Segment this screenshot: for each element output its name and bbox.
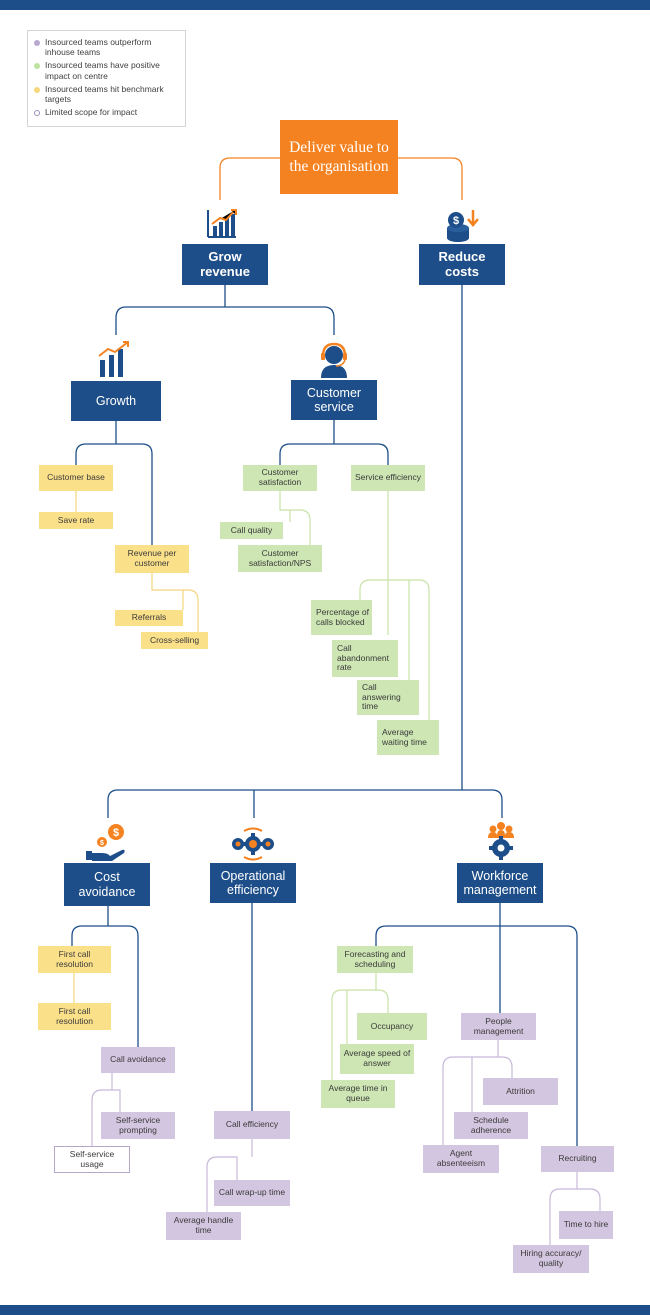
customer-service-node: Customer service [291, 380, 377, 420]
schedule-adherence-node: Schedule adherence [454, 1112, 528, 1139]
call-efficiency-node: Call efficiency [214, 1111, 290, 1139]
reduce-costs-node: Reduce costs [419, 244, 505, 285]
forecasting-scheduling-node: Forecasting and scheduling [337, 946, 413, 973]
call-wrap-up-time-node: Call wrap-up time [214, 1180, 290, 1206]
save-rate-node: Save rate [39, 512, 113, 529]
call-avoidance-node: Call avoidance [101, 1047, 175, 1073]
referrals-node: Referrals [115, 610, 183, 626]
svg-text:$: $ [453, 215, 459, 227]
attrition-node: Attrition [483, 1078, 558, 1105]
legend-label: Limited scope for impact [45, 107, 138, 118]
customer-base-node: Customer base [39, 465, 113, 491]
hiring-accuracy-quality-node: Hiring accuracy/ quality [513, 1245, 589, 1273]
top-band [0, 0, 650, 10]
growth-bars-icon [98, 341, 129, 377]
service-efficiency-node: Service efficiency [351, 465, 425, 491]
grow-revenue-node: Grow revenue [182, 244, 268, 285]
revenue-per-customer-node: Revenue per customer [115, 545, 189, 573]
hand-coins-icon: $ $ [86, 824, 125, 861]
cross-selling-node: Cross-selling [141, 632, 208, 649]
svg-text:$: $ [100, 840, 104, 847]
first-call-resolution-node: First call resolution [38, 946, 111, 973]
recruiting-node: Recruiting [541, 1146, 614, 1172]
customer-satisfaction-nps-node: Customer satisfaction/NPS [238, 545, 322, 572]
legend-item-benchmark: Insourced teams hit benchmark targets [34, 84, 179, 104]
legend-dot-yellow [34, 86, 40, 93]
agent-absenteeism-node: Agent absenteeism [423, 1145, 499, 1173]
legend-dot-green [34, 63, 40, 70]
legend-dot-white [34, 110, 40, 117]
svg-text:$: $ [113, 827, 119, 839]
coins-down-arrow-icon: $ [447, 210, 479, 242]
average-speed-of-answer-node: Average speed of answer [340, 1044, 414, 1074]
workforce-management-node: Workforce management [457, 863, 543, 903]
percentage-calls-blocked-node: Percentage of calls blocked [311, 600, 372, 635]
legend-item-positive-impact: Insourced teams have positive impact on … [34, 60, 179, 81]
first-call-resolution-node: First call resolution [38, 1003, 111, 1030]
call-answering-time-node: Call answering time [357, 680, 419, 715]
call-quality-node: Call quality [220, 522, 283, 539]
legend-item-limited-scope: Limited scope for impact [34, 107, 179, 117]
legend-label: Insourced teams hit benchmark targets [45, 83, 164, 104]
team-gear-icon [488, 822, 514, 860]
gears-icon [232, 827, 274, 861]
average-time-in-queue-node: Average time in queue [321, 1080, 395, 1108]
self-service-prompting-node: Self-service prompting [101, 1112, 175, 1139]
headset-agent-icon [321, 342, 347, 378]
cost-avoidance-node: Cost avoidance [64, 863, 150, 906]
rising-bar-chart-icon [207, 209, 237, 238]
self-service-usage-node: Self-service usage [54, 1146, 130, 1173]
customer-satisfaction-node: Customer satisfaction [243, 465, 317, 491]
people-management-node: People management [461, 1013, 536, 1040]
operational-efficiency-node: Operational efficiency [210, 863, 296, 903]
legend-dot-purple [34, 40, 40, 46]
call-abandonment-rate-node: Call abandonment rate [332, 640, 398, 677]
average-handle-time-node: Average handle time [166, 1212, 241, 1240]
legend-label: Insourced teams have positive impact on … [45, 60, 160, 81]
legend-item-outperform: Insourced teams outperform inhouse teams [34, 37, 179, 57]
legend-label: Insourced teams outperform inhouse teams [45, 37, 152, 58]
time-to-hire-node: Time to hire [559, 1211, 613, 1239]
average-waiting-time-node: Average waiting time [377, 720, 439, 755]
bottom-band [0, 1305, 650, 1315]
root-node: Deliver value to the organisation [280, 120, 398, 194]
legend: Insourced teams outperform inhouse teams… [27, 30, 186, 127]
occupancy-node: Occupancy [357, 1013, 427, 1040]
growth-node: Growth [71, 381, 161, 421]
